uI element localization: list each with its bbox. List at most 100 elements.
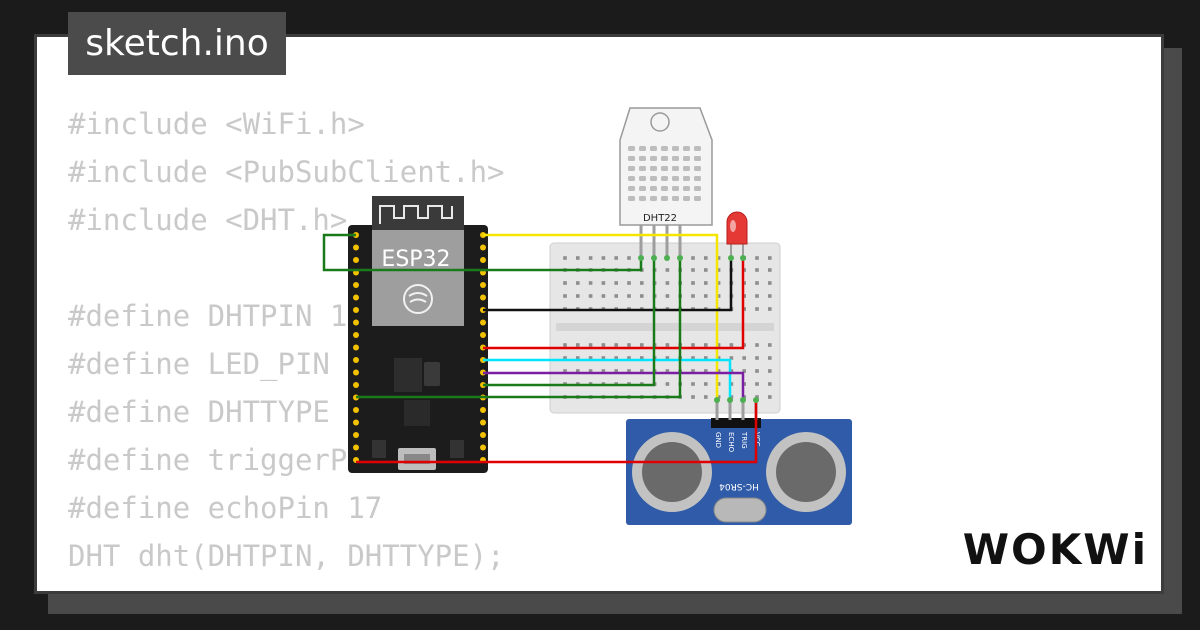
wire-endpoint [740, 397, 746, 403]
wire-cyan [483, 358, 732, 400]
breadboard-hole [640, 281, 644, 285]
breadboard-hole [627, 281, 631, 285]
wire-endpoint [714, 397, 720, 403]
breadboard-hole [768, 268, 772, 272]
wire-endpoints [638, 255, 759, 403]
breadboard-hole [704, 281, 708, 285]
breadboard-hole [640, 369, 644, 373]
breadboard-hole [768, 256, 772, 260]
dht22-vent [694, 186, 701, 191]
esp32-pin [353, 407, 359, 413]
esp32-pin [480, 319, 486, 326]
breadboard-hole [614, 343, 618, 347]
breadboard-hole [665, 268, 670, 272]
hc-sr04-label: HC-SR04 [719, 481, 759, 491]
dht22-vent [650, 166, 657, 171]
breadboard-hole [768, 369, 772, 373]
esp32-pin [353, 382, 359, 388]
wire-endpoint [727, 397, 733, 403]
esp32-pin [353, 419, 359, 426]
breadboard-hole [601, 343, 606, 347]
esp32-pin [353, 244, 359, 251]
breadboard-hole [729, 343, 734, 347]
breadboard-hole [576, 369, 580, 373]
dht22-vent [628, 146, 635, 151]
breadboard-hole [755, 268, 759, 272]
esp32-pin [353, 444, 359, 451]
breadboard-hole [716, 256, 721, 260]
breadboard-hole [755, 343, 759, 347]
breadboard-hole [729, 356, 734, 360]
dht22-sensor: DHT22 [619, 107, 713, 258]
dht22-vent [639, 176, 646, 181]
breadboard-hole [704, 343, 708, 347]
breadboard-hole [704, 382, 708, 386]
hc-sr04-sensor: HC-SR04 GND ECHO TRIG VCC [626, 400, 852, 525]
breadboard-hole [755, 281, 759, 285]
wire-endpoint [740, 255, 746, 261]
dht22-vent [694, 156, 701, 161]
dht22-vent [639, 156, 646, 161]
breadboard-hole [768, 281, 772, 285]
esp32-pin [353, 282, 359, 288]
file-tab[interactable]: sketch.ino [68, 12, 286, 75]
breadboard-hole [768, 307, 772, 311]
breadboard-hole [563, 343, 567, 347]
esp32-pin [480, 419, 486, 426]
breadboard-hole [704, 294, 708, 298]
esp32-pin [353, 294, 359, 301]
dht22-vent [672, 196, 679, 201]
esp32-pin [353, 369, 359, 376]
breadboard-hole [576, 356, 580, 360]
dht22-label: DHT22 [643, 213, 677, 224]
red-led [726, 211, 748, 258]
dht22-vent-grid [628, 146, 701, 201]
dht22-vent [628, 186, 635, 191]
code-line: #include <PubSubClient.h> [68, 155, 505, 189]
wire-red-vcc [483, 258, 745, 350]
breadboard-hole [742, 369, 746, 373]
breadboard-hole [640, 356, 644, 360]
dht22-vent [661, 186, 668, 191]
code-line: #include <DHT.h> [68, 203, 348, 237]
wire-endpoint [677, 255, 683, 261]
hc-sr04-pin-trig: TRIG [740, 431, 748, 449]
breadboard-hole [768, 294, 772, 298]
dht22-vent [628, 166, 635, 171]
wire-endpoint [728, 255, 734, 261]
breadboard-hole [768, 356, 772, 360]
dht22-vent [661, 166, 668, 171]
breadboard-hole [601, 356, 606, 360]
breadboard-hole [716, 268, 721, 272]
breadboard-hole [627, 256, 631, 260]
wire-green-loop [322, 233, 643, 272]
breadboard-hole [601, 281, 606, 285]
breadboard-hole [576, 294, 580, 298]
breadboard-hole [588, 256, 593, 260]
breadboard-hole [665, 382, 670, 386]
wire-endpoint [638, 255, 644, 261]
breadboard-hole [563, 356, 567, 360]
esp32-pin [353, 344, 359, 351]
breadboard-hole [755, 382, 759, 386]
code-line: #include <WiFi.h> [68, 107, 365, 141]
breadboard-hole [691, 343, 695, 347]
wire-endpoint [651, 255, 657, 261]
esp32-pin [353, 307, 359, 313]
dht22-vent [639, 146, 646, 151]
breadboard-hole [704, 256, 708, 260]
breadboard-hole [691, 369, 695, 373]
breadboard-hole [729, 382, 734, 386]
breadboard-hole [640, 294, 644, 298]
wokwi-logo: WOKWi [962, 525, 1148, 574]
breadboard-hole [704, 356, 708, 360]
breadboard-hole [627, 343, 631, 347]
breadboard-hole [742, 356, 746, 360]
breadboard-hole [716, 356, 721, 360]
dht22-vent [650, 186, 657, 191]
dht22-vent [672, 166, 679, 171]
dht22-vent [650, 196, 657, 201]
breadboard-hole [755, 294, 759, 298]
breadboard-hole [665, 369, 670, 373]
